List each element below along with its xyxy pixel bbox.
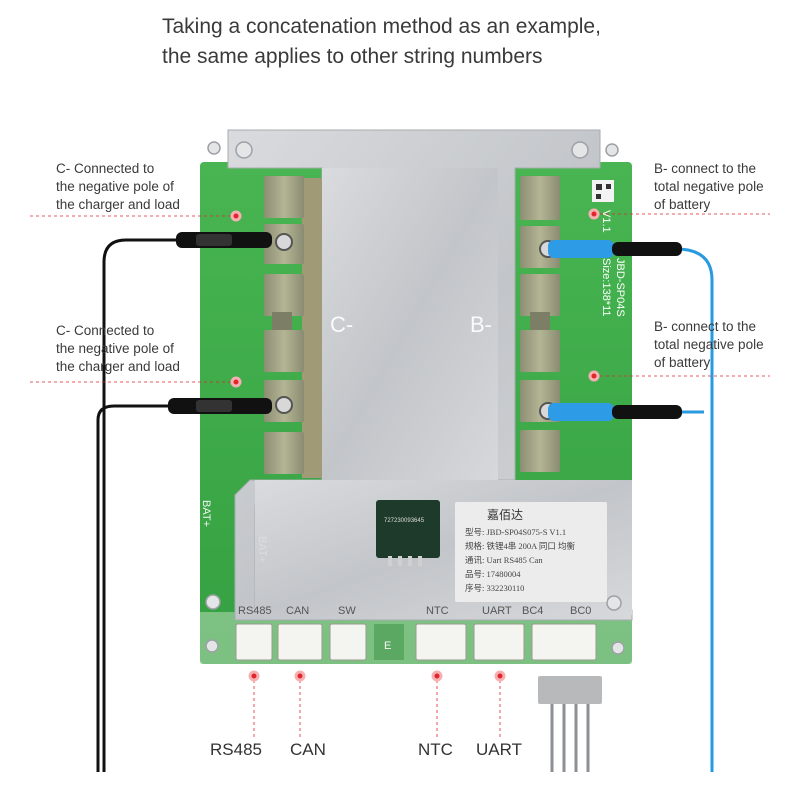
label-rs485: RS485 (210, 740, 262, 759)
c-minus-busbar (302, 178, 322, 478)
connector-row (235, 623, 597, 661)
silk-board-id: JBD-SP04S (614, 258, 626, 317)
plate-label-c-minus: C- (330, 312, 354, 337)
silk-e: E (384, 640, 392, 652)
label-uart: UART (476, 740, 522, 759)
note-c-minus-middle: C- Connected to the negative pole of the… (56, 323, 180, 374)
silk-uart: UART (482, 605, 512, 617)
label-can: CAN (290, 740, 326, 759)
silk-ntc: NTC (426, 605, 449, 617)
silk-can: CAN (286, 605, 310, 617)
balance-header (538, 676, 602, 704)
chip-marking: 727230093645 (384, 518, 425, 524)
plate-label-b-minus: B- (470, 312, 492, 337)
note-b-minus-top: B- connect to the total negative pole of… (654, 161, 764, 212)
blue-probe-bottom (548, 403, 682, 421)
silk-bat-plus-2: BAT+ (256, 536, 268, 564)
note-c-minus-top: C- Connected to the negative pole of the… (56, 161, 180, 212)
blue-wire-b-minus (675, 247, 714, 772)
mounting-hole-icon (205, 141, 625, 655)
product-sticker: 嘉佰达 型号: JBD-SP04S075-S V1.1 规格: 铁锂4串 200… (455, 502, 607, 602)
sticker-row-part: 品号: 17480004 (465, 569, 521, 579)
note-b-minus-middle: B- connect to the total negative pole of… (654, 319, 764, 370)
silk-rs485: RS485 (238, 605, 272, 617)
marker-dot-icon (230, 208, 600, 682)
sticker-row-model: 型号: JBD-SP04S075-S V1.1 (465, 527, 567, 537)
bms-chip (376, 500, 440, 558)
black-probe-top (176, 232, 272, 248)
heading-line-1: Taking a concatenation method as an exam… (162, 15, 601, 38)
sticker-brand: 嘉佰达 (487, 508, 524, 522)
black-probe-bottom (168, 398, 272, 414)
blue-probe-top (548, 240, 682, 258)
right-fet-column (520, 176, 560, 472)
sticker-row-spec: 规格: 铁锂4串 200A 同口 均衡 (465, 541, 576, 551)
silk-bat-plus-1: BAT+ (200, 500, 212, 528)
black-wire-c-minus (96, 238, 178, 772)
silk-version: V1.1 (600, 210, 612, 233)
silk-sw: SW (338, 605, 356, 617)
label-ntc: NTC (418, 740, 453, 759)
silk-size: Size:138*11 (600, 258, 612, 317)
qr-code-icon (592, 180, 614, 202)
page-heading: Taking a concatenation method as an exam… (162, 12, 782, 72)
silk-bc0: BC0 (570, 605, 592, 617)
silk-bc4: BC4 (522, 605, 544, 617)
sticker-row-comm: 通讯: Uart RS485 Can (465, 555, 543, 565)
heading-line-2: the same applies to other string numbers (162, 45, 543, 68)
sticker-row-serial: 序号: 332230110 (465, 583, 525, 593)
left-fet-column (264, 176, 304, 474)
